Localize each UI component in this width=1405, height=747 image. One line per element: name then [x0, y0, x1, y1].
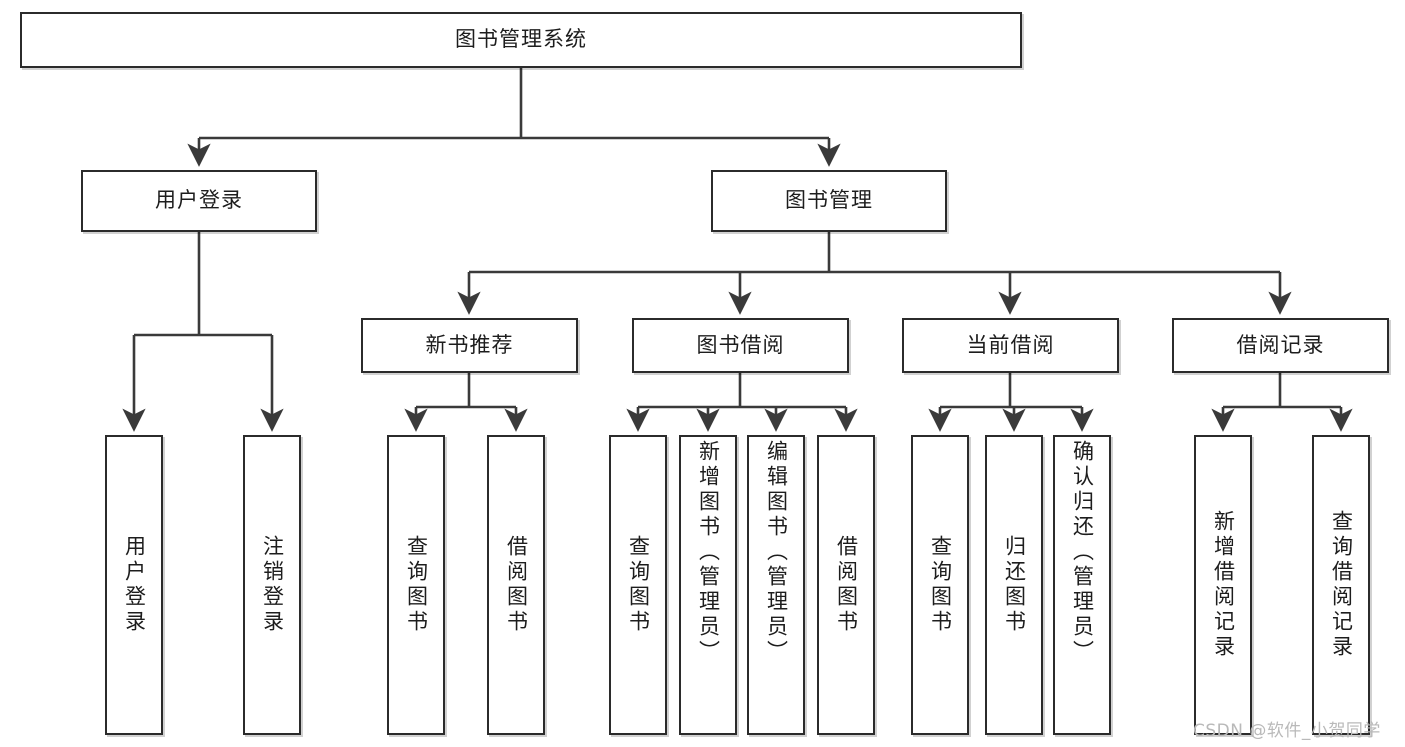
node-leaf-add-record[interactable]: 新增借阅记录: [1194, 435, 1252, 735]
node-user-login-label: 用户登录: [155, 188, 243, 213]
node-leaf-user-logout-label: 注销登录: [260, 535, 285, 635]
node-leaf-return-book[interactable]: 归还图书: [985, 435, 1043, 735]
node-borrow-record[interactable]: 借阅记录: [1172, 318, 1389, 373]
node-leaf-query-book-3-label: 查询图书: [928, 535, 953, 635]
node-leaf-add-record-label: 新增借阅记录: [1211, 510, 1236, 660]
node-root-label: 图书管理系统: [455, 27, 587, 52]
node-leaf-borrow-book-1-label: 借阅图书: [504, 535, 529, 635]
node-leaf-return-book-label: 归还图书: [1002, 535, 1027, 635]
node-leaf-confirm-return[interactable]: 确认归还（管理员）: [1053, 435, 1111, 735]
node-borrow-record-label: 借阅记录: [1236, 332, 1325, 357]
node-leaf-borrow-book-2-label: 借阅图书: [834, 535, 859, 635]
node-leaf-add-book[interactable]: 新增图书（管理员）: [679, 435, 737, 735]
node-book-manage[interactable]: 图书管理: [711, 170, 947, 232]
node-book-borrow-label: 图书借阅: [696, 332, 785, 357]
node-leaf-query-book-3[interactable]: 查询图书: [911, 435, 969, 735]
node-leaf-query-book-1[interactable]: 查询图书: [387, 435, 445, 735]
node-book-manage-label: 图书管理: [785, 188, 873, 213]
node-leaf-query-book-2-label: 查询图书: [626, 535, 651, 635]
node-book-borrow[interactable]: 图书借阅: [632, 318, 849, 373]
node-leaf-query-record[interactable]: 查询借阅记录: [1312, 435, 1370, 735]
node-root[interactable]: 图书管理系统: [20, 12, 1022, 68]
node-leaf-borrow-book-1[interactable]: 借阅图书: [487, 435, 545, 735]
node-leaf-query-book-1-label: 查询图书: [404, 535, 429, 635]
node-leaf-query-book-2[interactable]: 查询图书: [609, 435, 667, 735]
node-new-book-recommend[interactable]: 新书推荐: [361, 318, 578, 373]
node-leaf-query-record-label: 查询借阅记录: [1329, 510, 1354, 660]
node-leaf-edit-book[interactable]: 编辑图书（管理员）: [747, 435, 805, 735]
node-leaf-user-logout[interactable]: 注销登录: [243, 435, 301, 735]
node-current-borrow-label: 当前借阅: [966, 332, 1055, 357]
node-leaf-edit-book-label: 编辑图书（管理员）: [764, 440, 789, 665]
node-user-login[interactable]: 用户登录: [81, 170, 317, 232]
node-current-borrow[interactable]: 当前借阅: [902, 318, 1119, 373]
node-leaf-borrow-book-2[interactable]: 借阅图书: [817, 435, 875, 735]
node-leaf-add-book-label: 新增图书（管理员）: [696, 440, 721, 665]
node-new-book-recommend-label: 新书推荐: [425, 332, 514, 357]
node-leaf-confirm-return-label: 确认归还（管理员）: [1070, 440, 1095, 665]
node-leaf-user-login-label: 用户登录: [122, 535, 147, 635]
node-leaf-user-login[interactable]: 用户登录: [105, 435, 163, 735]
